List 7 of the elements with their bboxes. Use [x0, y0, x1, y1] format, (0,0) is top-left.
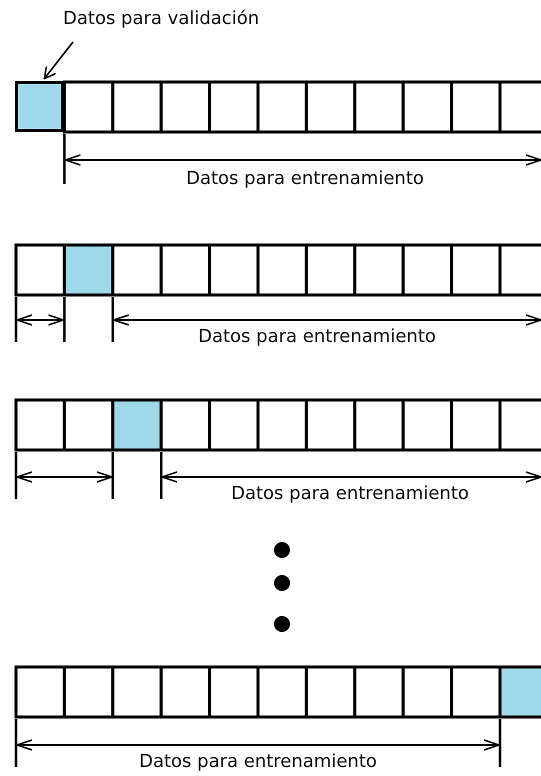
- dimension-label: Datos para entrenamiento: [139, 751, 377, 773]
- callout-text: Datos para validación: [63, 8, 260, 30]
- dimension-label: Datos para entrenamiento: [186, 168, 424, 190]
- dimension-label: Datos para entrenamiento: [231, 483, 469, 505]
- leader-arrow: [44, 41, 74, 80]
- highlighted-cell: [14, 80, 64, 132]
- dimension-label: Datos para entrenamiento: [198, 326, 436, 348]
